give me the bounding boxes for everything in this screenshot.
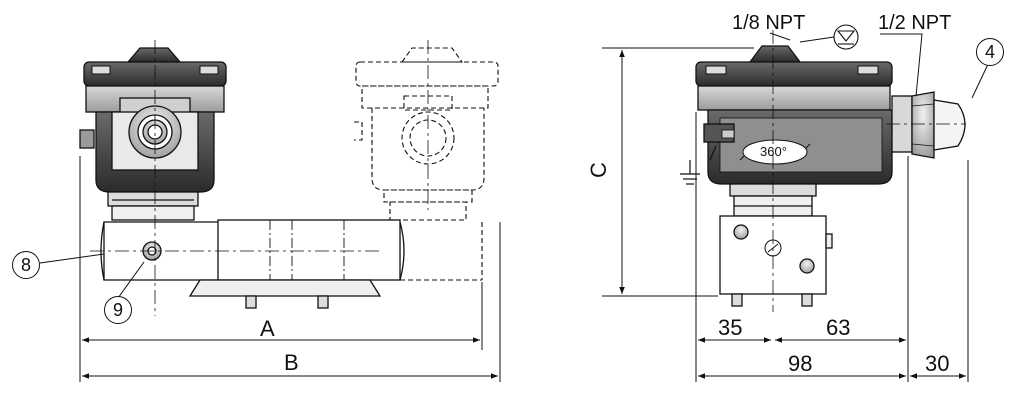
- dimension-b-label: B: [284, 350, 299, 375]
- dimension-35-label: 35: [718, 315, 743, 340]
- dimension-98-label: 98: [788, 351, 813, 376]
- thread-side-label: 1/2 NPT: [878, 12, 952, 34]
- dimension-a-label: A: [260, 316, 275, 341]
- right-view: [602, 24, 991, 382]
- rotation-label: 360°: [760, 144, 787, 159]
- dimension-c-label: C: [586, 162, 611, 178]
- neck: [107, 191, 199, 207]
- dimension-30-label: 30: [925, 351, 950, 376]
- ghost-housing: [354, 47, 499, 281]
- cover-top-knob: [126, 47, 182, 63]
- ground-symbol: [680, 160, 700, 185]
- vent-symbol: [799, 24, 859, 50]
- side-cover-knob: [748, 45, 802, 63]
- valve-block: [217, 219, 401, 281]
- dimension-63-label: 63: [826, 315, 851, 340]
- thread-top-label: 1/8 NPT: [732, 12, 806, 34]
- rotation-indicator: [742, 139, 808, 165]
- callout-8: 8: [12, 251, 40, 279]
- mounting-flange: [188, 279, 382, 297]
- left-view: [39, 40, 501, 382]
- callout-9: 9: [104, 296, 132, 324]
- callout-4: 4: [976, 38, 1004, 66]
